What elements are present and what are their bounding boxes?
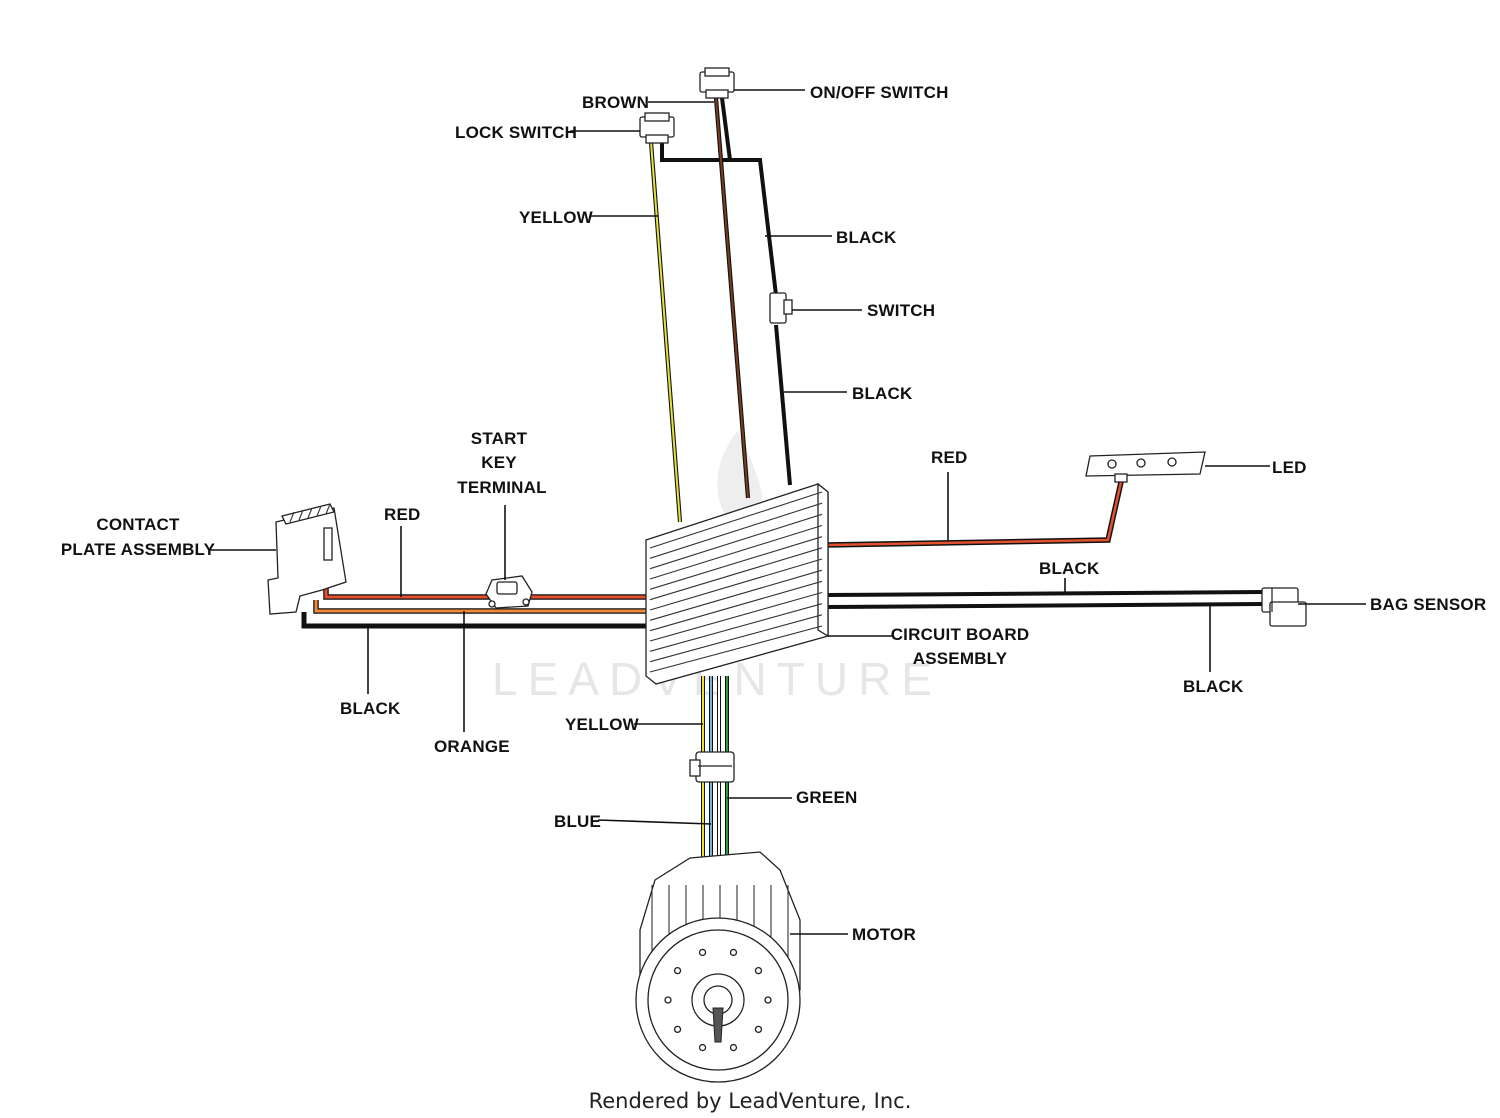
heat-sink-fin — [649, 524, 823, 580]
wire-black-lock — [660, 140, 778, 296]
heat-sink-fin — [649, 580, 823, 632]
lock-switch — [639, 112, 675, 144]
motor-bolt-icon — [673, 966, 682, 975]
led-board — [1085, 451, 1206, 483]
label-black-top: BLACK — [836, 228, 897, 247]
wire-red-led — [825, 481, 1124, 548]
wire-black-onoff — [720, 97, 732, 161]
label-start-key-3: TERMINAL — [457, 478, 546, 497]
wire-red-contact-core — [324, 588, 650, 599]
motor-shaft — [712, 1007, 724, 1043]
bag-sensor-connector — [1261, 587, 1307, 627]
label-lock-switch: LOCK SWITCH — [455, 123, 577, 142]
wire-black-contact — [301, 612, 650, 629]
label-led: LED — [1272, 458, 1307, 477]
watermark-flame-icon — [717, 430, 763, 527]
credit-text: Rendered by LeadVenture, Inc. — [589, 1089, 912, 1113]
label-circuit-board-2: ASSEMBLY — [913, 649, 1008, 668]
label-red-right: RED — [931, 448, 968, 467]
label-black-mid: BLACK — [852, 384, 913, 403]
label-blue: BLUE — [554, 812, 601, 831]
heat-sink-fin — [649, 614, 823, 663]
circuit-board-assembly — [645, 482, 829, 685]
motor-bolt-icon — [664, 996, 672, 1004]
motor-bolt-icon — [754, 966, 763, 975]
label-black-right-upper: BLACK — [1039, 559, 1100, 578]
heat-sink-fin — [649, 558, 823, 611]
label-contact-plate-1: CONTACT — [96, 515, 180, 534]
contact-plate-rib — [289, 511, 295, 523]
label-start-key-1: START — [471, 429, 528, 448]
motor-connector — [689, 751, 735, 783]
motor-bolt-icon — [754, 1025, 763, 1034]
label-orange: ORANGE — [434, 737, 510, 756]
heat-sink-fin — [649, 569, 823, 621]
wire-black-bag-1 — [827, 590, 1263, 597]
motor-bolt-icon — [698, 1043, 707, 1052]
start-key-terminal — [485, 575, 533, 609]
motor — [635, 851, 801, 1083]
heat-sink-fin — [649, 603, 823, 652]
wire-orange-contact — [313, 600, 650, 614]
contact-plate-rib — [298, 509, 304, 521]
heat-sink-fin — [649, 625, 823, 673]
wire-red-led-core — [825, 481, 1123, 547]
heat-sink-fin — [649, 536, 823, 590]
motor-bolt-icon — [673, 1025, 682, 1034]
label-yellow-top: YELLOW — [519, 208, 594, 227]
motor-bolt-icon — [729, 1043, 738, 1052]
label-bag-sensor: BAG SENSOR — [1370, 595, 1486, 614]
contact-plate-assembly — [267, 503, 347, 615]
label-black-left: BLACK — [340, 699, 401, 718]
label-start-key-2: KEY — [481, 453, 517, 472]
motor-bolt-icon — [698, 948, 707, 957]
wire-brown-core — [715, 97, 749, 499]
label-green: GREEN — [796, 788, 857, 807]
contact-plate-rib — [316, 505, 322, 517]
motor-bolt-icon — [729, 948, 738, 957]
leader-lines — [208, 89, 1366, 935]
label-red-left: RED — [384, 505, 421, 524]
label-contact-plate-2: PLATE ASSEMBLY — [61, 540, 216, 559]
label-circuit-board-1: CIRCUIT BOARD — [891, 625, 1030, 644]
wire-orange-contact-core — [314, 600, 650, 613]
heat-sink-fin — [649, 491, 823, 549]
heat-sink-fin — [649, 547, 823, 601]
wire-yellow-lock-core — [650, 141, 681, 523]
label-on-off-switch: ON/OFF SWITCH — [810, 83, 949, 102]
contact-plate-rib — [325, 503, 331, 515]
on-off-switch — [699, 67, 735, 99]
inline-switch — [769, 292, 793, 324]
label-brown: BROWN — [582, 93, 649, 112]
labels: ON/OFF SWITCH BROWN LOCK SWITCH YELLOW B… — [61, 83, 1486, 944]
heat-sink-fin — [649, 591, 823, 642]
heat-sink-fin — [649, 502, 823, 559]
contact-plate-rib — [307, 507, 313, 519]
wire-black-bag-2 — [827, 602, 1263, 609]
label-switch: SWITCH — [867, 301, 935, 320]
heat-sink-fin — [649, 513, 823, 570]
label-motor: MOTOR — [852, 925, 916, 944]
label-yellow-bottom: YELLOW — [565, 715, 640, 734]
motor-bolt-icon — [764, 996, 772, 1004]
wire-black-switch-board — [774, 324, 792, 486]
label-black-right-lower: BLACK — [1183, 677, 1244, 696]
